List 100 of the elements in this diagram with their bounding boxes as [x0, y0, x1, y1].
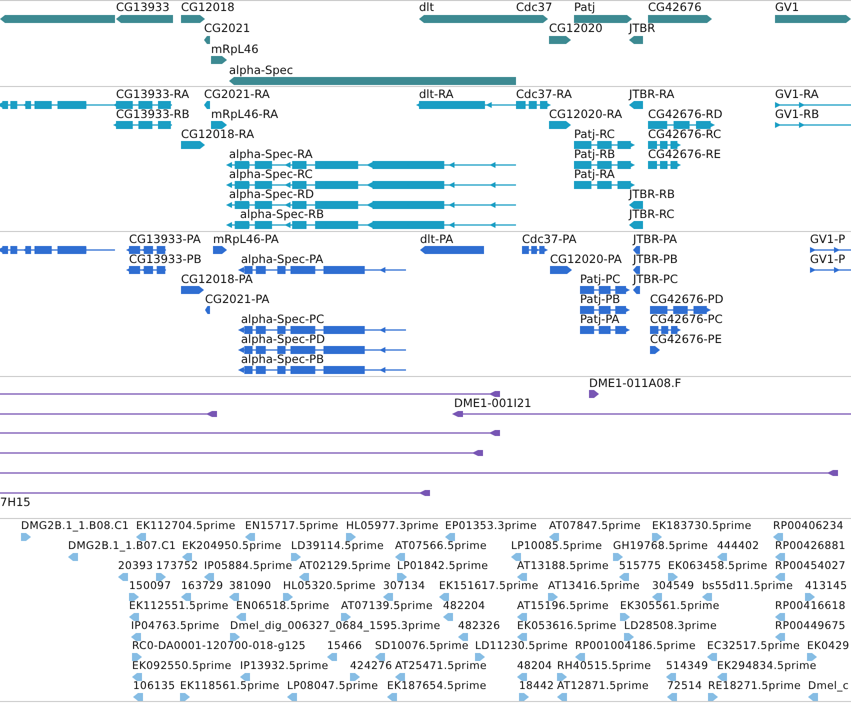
feature-label: alpha-Spec-RD [229, 188, 314, 201]
feature-label: 48204 [517, 660, 552, 673]
feature-label: alpha-Spec-PB [241, 353, 324, 366]
feature-label: bs55d11.5prime [702, 580, 794, 593]
feature-label: CG13933-RA [116, 88, 190, 101]
feature-label: EN15717.5prime [245, 520, 338, 533]
feature-label: IP13932.5prime [240, 660, 328, 673]
feature-label: EK204950.5prime [182, 540, 282, 553]
feature-label: IP05884.5prime [204, 560, 292, 573]
feature-label: CG42676-PE [650, 333, 722, 346]
feature-label: Dmel_c [808, 680, 849, 693]
feature-label: GV1-RA [775, 88, 819, 101]
feature-label: EC32517.5prime [707, 640, 800, 653]
feature-label: 173752 [156, 560, 198, 573]
feature-label: 15466 [327, 640, 362, 653]
feature-label: JTBR-PB [633, 253, 678, 266]
feature-label: EK112551.5prime [129, 600, 229, 613]
feature-label: LD28508.3prime [624, 620, 717, 633]
feature-label: CG12018-PA [181, 273, 253, 286]
feature-label: EK053616.5prime [517, 620, 617, 633]
feature-label: RP001004186.5prime [575, 640, 696, 653]
feature-label: RP00449675 [775, 620, 846, 633]
feature-label: dlt [419, 1, 434, 14]
feature-label: 424276 [350, 660, 392, 673]
feature-label: 482204 [443, 600, 486, 613]
feature-label: GV1-P [810, 233, 846, 246]
feature-label: CG12018-RA [181, 128, 254, 141]
feature-label: CG42676-PD [650, 293, 724, 306]
feature-label: JTBR [629, 22, 656, 35]
feature-label: CG42676-RE [648, 148, 721, 161]
feature-label: JTBR-PC [633, 273, 678, 286]
feature-label: CG13933-PB [129, 253, 202, 266]
feature-label: 18442 [519, 680, 554, 693]
feature-label: 444402 [717, 540, 760, 553]
feature-label: CG42676-RD [648, 108, 723, 121]
feature-label: EK151617.5prime [439, 580, 539, 593]
feature-label: AT07139.5prime [341, 600, 433, 613]
feature-label: LP10085.5prime [511, 540, 602, 553]
feature-label: Cdc37-RA [516, 88, 572, 101]
feature-label: HL05977.3prime [346, 520, 439, 533]
feature-label: CG42676-PC [650, 313, 723, 326]
feature-label: LP01842.5prime [397, 560, 488, 573]
feature-label: GV1-RB [775, 108, 820, 121]
feature-label: RC0-DA0001-120700-018-g125 [132, 640, 306, 653]
feature-label: LP08047.5prime [287, 680, 378, 693]
feature-label: JTBR-PA [633, 233, 678, 246]
feature-label: EK294834.5prime [717, 660, 817, 673]
feature-label: EK063458.5prime [668, 560, 768, 573]
feature-label: 515775 [619, 560, 662, 573]
feature-label: Patj-PB [580, 293, 620, 306]
feature-label: Patj-PC [580, 273, 620, 286]
feature-label: mRpL46-RA [211, 108, 278, 121]
feature-label: 381090 [229, 580, 272, 593]
feature-label: Patj-RB [574, 148, 616, 161]
feature-label: Patj [574, 1, 596, 14]
feature-label: RP00454027 [775, 560, 846, 573]
feature-label: 307134 [383, 580, 426, 593]
feature-label: Cdc37-PA [522, 233, 577, 246]
feature-label: 304549 [652, 580, 694, 593]
feature-label: alpha-Spec-RA [229, 148, 313, 161]
feature-label: Dmel_dig_006327_0684_1595.3prime [230, 620, 440, 633]
feature-label: EP01353.3prime [445, 520, 537, 533]
feature-label: RP00406234 [773, 520, 844, 533]
feature-label: RP00426881 [775, 540, 846, 553]
feature-label: Patj-RA [574, 168, 615, 181]
feature-label: Cdc37 [516, 1, 552, 14]
feature-label: AT02129.5prime [299, 560, 391, 573]
feature-label: DME1-011A08.F [589, 377, 682, 390]
feature-label: JTBR-RB [629, 188, 675, 201]
feature-label: CG42676 [648, 1, 702, 14]
feature-label: EK092550.5prime [132, 660, 232, 673]
feature-label: GV1-P [810, 253, 846, 266]
feature-label: 514349 [666, 660, 708, 673]
feature-label: RH40515.5prime [557, 660, 652, 673]
feature-label: EK0429 [807, 640, 850, 653]
feature-label: CG42676-RC [648, 128, 722, 141]
feature-label: AT07847.5prime [549, 520, 641, 533]
feature-label: EK187654.5prime [387, 680, 487, 693]
feature-label: CG13933 [116, 1, 170, 14]
feature-label: 163729 [181, 580, 224, 593]
feature-label: EN06518.5prime [236, 600, 330, 613]
feature-label: LD39114.5prime [291, 540, 384, 553]
feature-label: RE18271.5prime [708, 680, 801, 693]
feature-label: mRpL46-PA [213, 233, 279, 246]
feature-label: SD10076.5prime [375, 640, 469, 653]
feature-label: AT13188.5prime [517, 560, 609, 573]
feature-label: 20393 [118, 560, 154, 573]
feature-label: DMG2B.1_1.B07.C1 [68, 540, 176, 553]
feature-label: alpha-Spec-PD [241, 333, 325, 346]
feature-label: 106135 [133, 680, 176, 693]
feature-label: Patj-RC [574, 128, 615, 141]
feature-label: mRpL46 [211, 43, 259, 56]
feature-label: 7H15 [0, 496, 31, 509]
feature-label: CG12018 [181, 1, 235, 14]
feature-label: CG12020 [549, 22, 603, 35]
feature-label: alpha-Spec-RB [240, 208, 324, 221]
feature-label: AT13416.5prime [548, 580, 640, 593]
feature-label: EK112704.5prime [136, 520, 236, 533]
feature-label: CG2021-PA [205, 293, 270, 306]
feature-label: JTBR-RA [629, 88, 674, 101]
